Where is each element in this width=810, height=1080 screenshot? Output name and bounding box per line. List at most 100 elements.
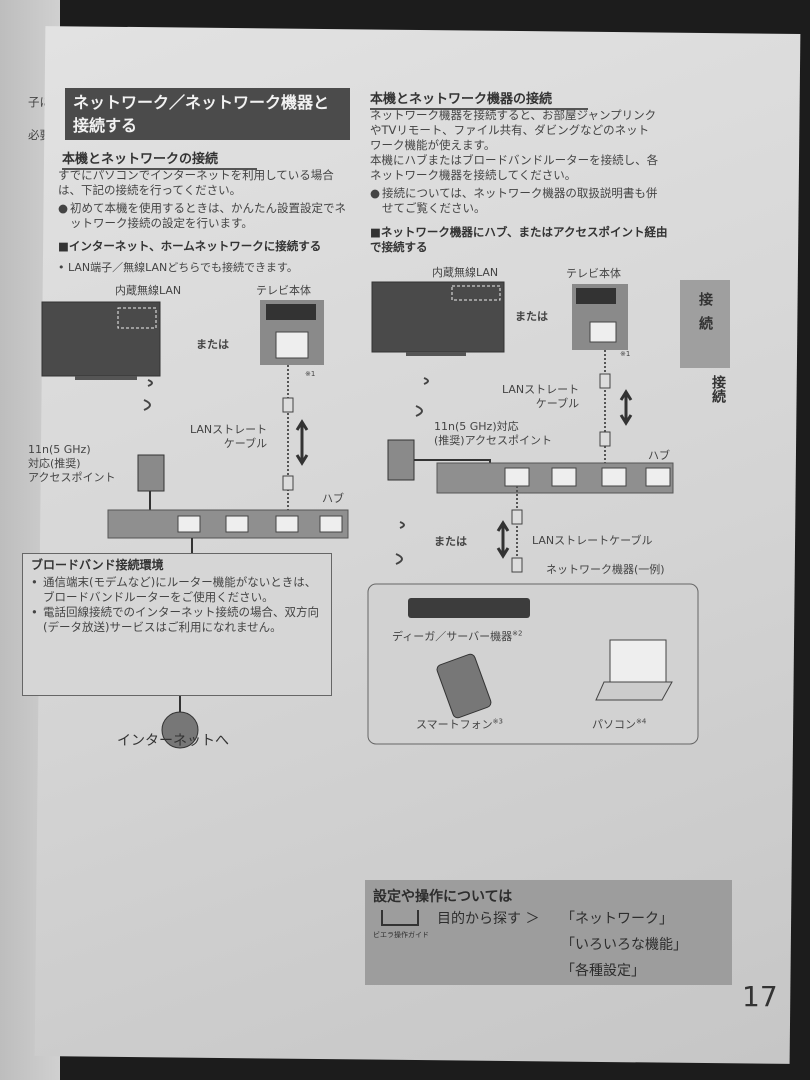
subheading-text: ネットワーク機器にハブ、またはアクセスポイント経由で接続する (370, 225, 668, 254)
cable-plug-icon (511, 509, 523, 525)
or-label: または (196, 338, 229, 351)
broadband-item-text: 電話回線接続でのインターネット接続の場合、双方向(データ放送)サービスはご利用に… (43, 605, 319, 634)
guide-link: 「各種設定」 (561, 963, 645, 979)
double-arrow-icon (295, 419, 309, 466)
pc-text: パソコン (592, 718, 636, 731)
left-diagram (41, 300, 349, 749)
hub-port (225, 515, 249, 533)
access-point-icon (137, 454, 165, 492)
book-icon (381, 910, 419, 926)
cable-plug-icon (511, 557, 523, 573)
note-text: ●接続については、ネットワーク機器の取扱説明書も併せてご覧ください。 (370, 186, 660, 216)
diga-text: ディーガ／サーバー機器 (392, 630, 513, 643)
laptop-keyboard-icon (595, 681, 673, 701)
wlan-label: 内蔵無線LAN (432, 266, 499, 279)
diga-label: ディーガ／サーバー機器※2 (392, 628, 522, 644)
guide-box: 設定や操作については ビエラ操作ガイド 目的から探す ＞ 「ネットワーク」 「い… (365, 880, 732, 985)
tv-label: テレビ本体 (566, 267, 621, 280)
bullet-icon: ● (58, 201, 69, 215)
cable-plug-icon (599, 431, 611, 447)
guide-title: 設定や操作については (373, 889, 513, 905)
broadband-item: •電話回線接続でのインターネット接続の場合、双方向(データ放送)サービスはご利用… (31, 605, 319, 634)
broadband-box: ブロードバンド接続環境 •通信端末(モデムなど)にルーター機能がないときは、ブロ… (22, 553, 332, 696)
guide-icon-label: ビエラ操作ガイド (373, 931, 429, 939)
footnote-mark: ※1 (620, 350, 631, 358)
footnote-mark: ※3 (492, 717, 503, 726)
right-diagram (367, 281, 699, 745)
smartphone-icon (436, 653, 492, 719)
access-point-icon (387, 439, 415, 481)
guide-link: 「ネットワーク」 (561, 911, 673, 927)
bullet-icon: ● (370, 186, 381, 200)
hub-port (551, 467, 577, 487)
cable-label: LANストレート ケーブル (502, 383, 580, 410)
note-body: 初めて本機を使用するときは、かんたん設置設定でネットワーク接続の設定を行います。 (70, 201, 346, 230)
lan-port-icon (275, 331, 309, 359)
lan-label-plate (576, 288, 616, 304)
globe-icon (161, 711, 199, 749)
tv-icon (371, 281, 505, 353)
bullet-text: • LAN端子／無線LANどちらでも接続できます。 (58, 261, 298, 274)
tv-label: テレビ本体 (256, 284, 311, 297)
footnote-mark: ※1 (305, 370, 316, 378)
hub-label: ハブ (648, 449, 670, 462)
side-tab-label: 接続 (697, 292, 713, 340)
note-body: 接続については、ネットワーク機器の取扱説明書も併せてご覧ください。 (382, 186, 658, 215)
or-label: または (515, 310, 548, 323)
cable-label: LANストレート ケーブル (190, 423, 268, 450)
smartphone-label: スマートフォン※3 (416, 716, 503, 732)
pc-label: パソコン※4 (592, 716, 646, 732)
subheading-text: インターネット、ホームネットワークに接続する (68, 239, 322, 253)
hub-port (601, 467, 627, 487)
hub-port (275, 515, 299, 533)
wlan-area (117, 307, 157, 329)
access-point-label: 11n(5 GHz)対応 (推奨)アクセスポイント (434, 420, 553, 447)
wifi-wave-icon (143, 379, 153, 411)
access-point-label: 11n(5 GHz) 対応(推奨) アクセスポイント (28, 443, 116, 484)
broadband-item-text: 通信端末(モデムなど)にルーター機能がないときは、ブロードバンドルーターをご使用… (43, 575, 317, 604)
diga-recorder-icon (408, 598, 530, 618)
page-title: ネットワーク／ネットワーク機器と接続する (65, 88, 350, 140)
double-arrow-icon (496, 520, 510, 559)
broadband-item: •通信端末(モデムなど)にルーター機能がないときは、ブロードバンドルーターをご使… (31, 575, 317, 604)
side-index-label: 接続 (710, 375, 726, 403)
devices-label: ネットワーク機器(一例) (546, 563, 665, 576)
phone-text: スマートフォン (416, 718, 493, 731)
cable-plug-icon (282, 397, 294, 413)
hub-port (504, 467, 530, 487)
section-heading: 本機とネットワーク機器の接続 (370, 88, 588, 110)
bullet-body: LAN端子／無線LANどちらでも接続できます。 (68, 261, 298, 274)
broadband-title: ブロードバンド接続環境 (31, 558, 164, 572)
tv-icon (41, 301, 161, 377)
laptop-screen-icon (609, 639, 667, 683)
guide-path: 目的から探す ＞ (437, 911, 540, 927)
lan-label-plate (266, 304, 316, 320)
note-text: ●初めて本機を使用するときは、かんたん設置設定でネットワーク接続の設定を行います… (58, 201, 353, 231)
wlan-area (451, 285, 501, 301)
side-tab: 接続 (680, 280, 730, 368)
or-label: または (434, 535, 467, 548)
intro-text: すでにパソコンでインターネットを利用している場合は、下記の接続を行ってください。 (58, 168, 334, 197)
cable-plug-icon (599, 373, 611, 389)
guide-link: 「いろいろな機能」 (561, 937, 687, 953)
tv-stand (406, 352, 466, 356)
double-arrow-icon (619, 389, 633, 426)
section-heading: 本機とネットワークの接続 (62, 148, 257, 170)
subheading: ■インターネット、ホームネットワークに接続する (58, 239, 322, 253)
page-number: 17 (742, 980, 778, 1013)
wlan-label: 内蔵無線LAN (115, 284, 182, 297)
internet-label: インターネットへ (117, 733, 229, 749)
subheading: ■ネットワーク機器にハブ、またはアクセスポイント経由で接続する (370, 225, 668, 254)
cable-plug-icon (282, 475, 294, 491)
cable-label: LANストレートケーブル (532, 534, 653, 547)
footnote-mark: ※4 (636, 717, 647, 726)
hub-port (645, 467, 671, 487)
footnote-mark: ※2 (512, 629, 523, 638)
intro-text: ネットワーク機器を接続すると、お部屋ジャンプリンクやTVリモート、ファイル共有、… (370, 108, 659, 182)
wifi-wave-icon (395, 521, 405, 565)
hub-port (319, 515, 343, 533)
hub-label: ハブ (322, 492, 344, 505)
hub-port (177, 515, 201, 533)
lan-port-icon (589, 321, 617, 343)
tv-stand (75, 376, 137, 380)
